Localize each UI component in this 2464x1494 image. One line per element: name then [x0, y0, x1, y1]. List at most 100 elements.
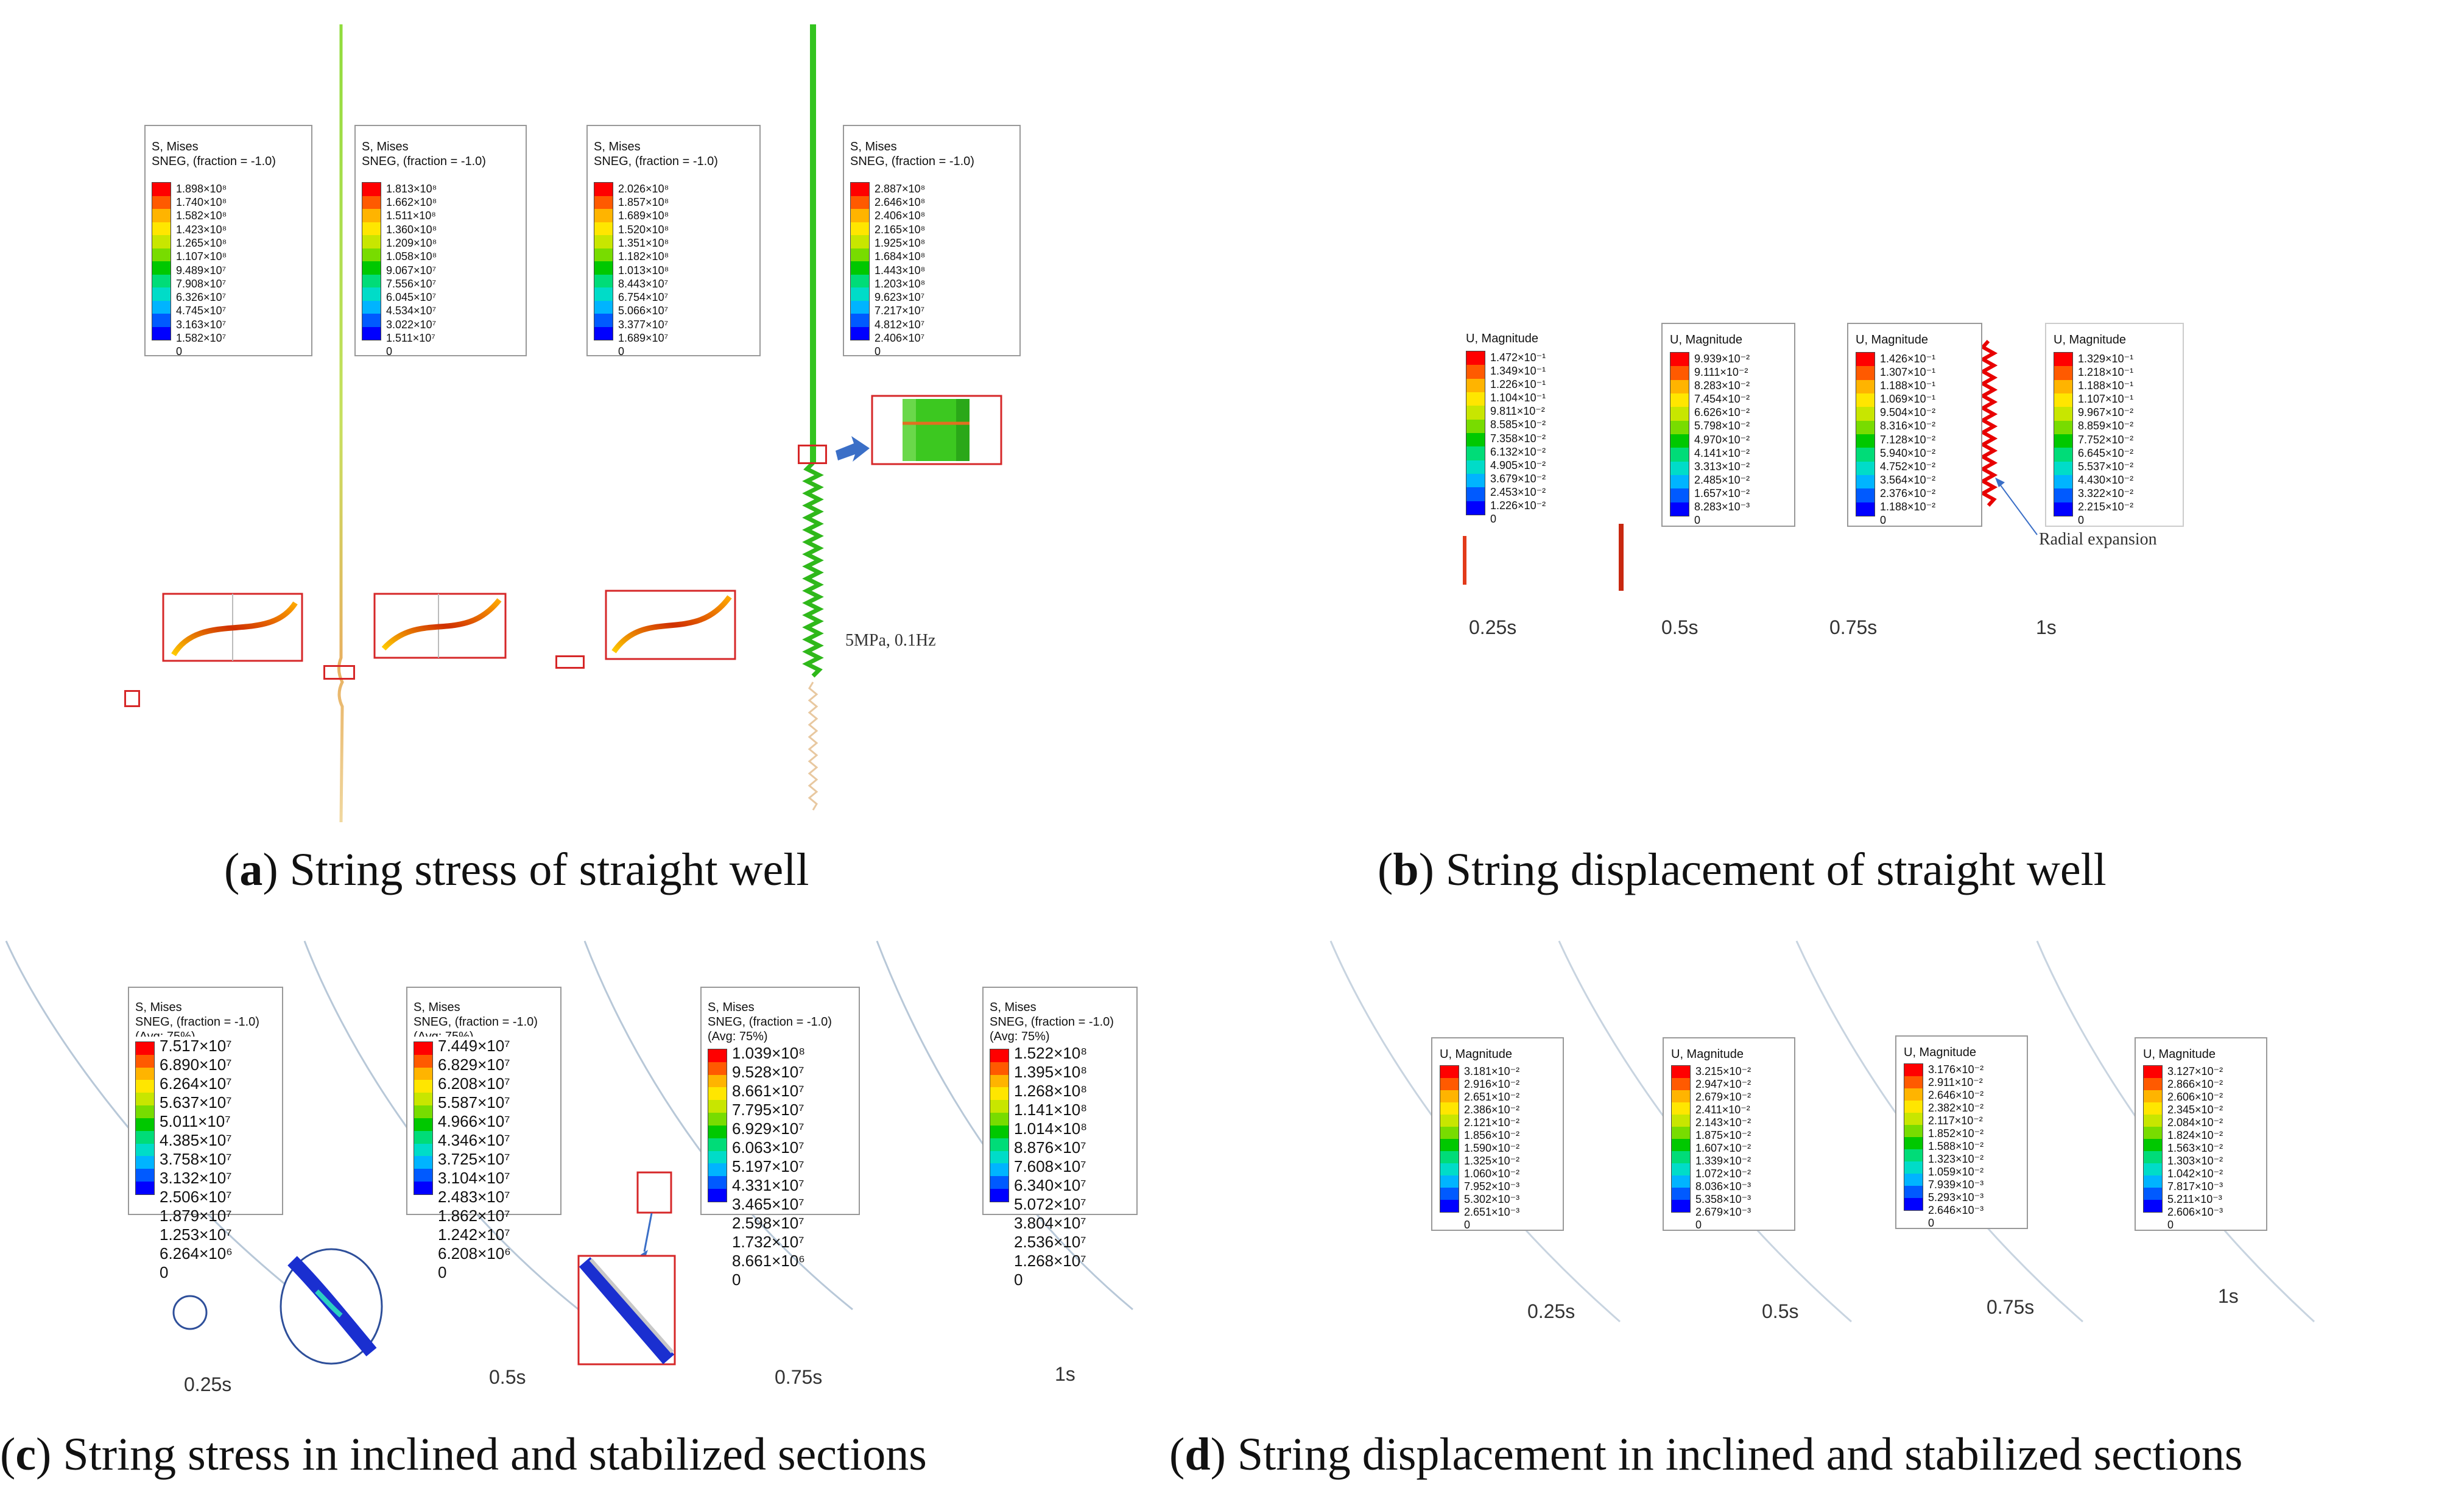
panel-c-legend-2: S, Mises SNEG, (fraction = -1.0) (Avg: 7…: [406, 987, 561, 1281]
legend-value: 6.264×10⁶: [160, 1244, 233, 1263]
caption-text: String displacement of straight well: [1445, 844, 2107, 895]
legend-value: 7.752×10⁻²: [2078, 433, 2134, 446]
color-swatch: [1904, 1137, 1923, 1149]
color-swatch: [1856, 379, 1874, 393]
color-swatch: [1856, 393, 1874, 407]
caption-letter: d: [1184, 1429, 1211, 1480]
time-label: 0.5s: [1661, 616, 1698, 638]
legend-title: S, Mises: [135, 1001, 182, 1014]
legend-value: 1.472×10⁻¹: [1490, 351, 1546, 364]
legend-value: 3.104×10⁷: [438, 1169, 510, 1187]
color-scale: [152, 182, 171, 340]
color-swatch: [2054, 407, 2072, 421]
legend-value: 8.283×10⁻³: [1694, 501, 1750, 513]
panel-c-legend-1: S, Mises SNEG, (fraction = -1.0) (Avg: 7…: [128, 987, 283, 1281]
color-swatch: [414, 1093, 432, 1106]
color-swatch: [2054, 353, 2072, 367]
color-swatch: [136, 1156, 154, 1169]
color-swatch: [1672, 1163, 1690, 1175]
legend-value: 2.026×10⁸: [618, 182, 669, 195]
legend-subtitle: SNEG, (fraction = -1.0): [850, 155, 974, 168]
color-swatch: [594, 287, 613, 301]
legend-value: 6.890×10⁷: [160, 1055, 232, 1074]
legend-value: 6.264×10⁷: [160, 1074, 232, 1093]
legend-value: 6.626×10⁻²: [1694, 406, 1750, 419]
legend-value: 1.218×10⁻¹: [2078, 365, 2134, 378]
color-swatch: [414, 1054, 432, 1068]
color-swatch: [1466, 446, 1485, 460]
color-swatch: [136, 1169, 154, 1182]
panel-a-legend-4: S, Mises SNEG, (fraction = -1.0) 2.887×1…: [843, 125, 1021, 358]
color-swatch: [708, 1113, 727, 1126]
legend-value: 9.939×10⁻²: [1694, 352, 1750, 365]
legend-value: 5.211×10⁻³: [2167, 1193, 2222, 1205]
legend-value: 1.182×10⁸: [618, 250, 669, 263]
legend-value: 9.967×10⁻²: [2078, 406, 2134, 419]
legend-value: 7.608×10⁷: [1014, 1157, 1086, 1175]
color-swatch: [708, 1062, 727, 1075]
color-swatch: [1904, 1198, 1923, 1210]
color-swatch: [362, 326, 381, 340]
legend-value: 1.684×10⁸: [875, 250, 926, 263]
legend-value: 6.645×10⁻²: [2078, 446, 2134, 459]
color-swatch: [990, 1062, 1008, 1075]
color-swatch: [708, 1100, 727, 1113]
color-scale: [708, 1049, 727, 1202]
legend-value: 2.345×10⁻²: [2167, 1104, 2223, 1116]
color-swatch: [1670, 448, 1689, 462]
legend-value: 5.537×10⁻²: [2078, 460, 2134, 473]
color-swatch: [2054, 448, 2072, 462]
legend-value: 2.887×10⁸: [875, 182, 926, 195]
legend-value: 0: [2078, 514, 2085, 527]
color-swatch: [136, 1067, 154, 1080]
legend-value: 2.406×10⁷: [875, 332, 925, 345]
color-swatch: [1672, 1090, 1690, 1102]
color-swatch: [152, 248, 171, 261]
color-swatch: [1856, 353, 1874, 367]
legend-value: 1.242×10⁷: [438, 1225, 510, 1244]
color-swatch: [362, 222, 381, 235]
legend-value: 1.813×10⁸: [386, 182, 437, 195]
legend-value: 3.758×10⁷: [160, 1150, 232, 1168]
legend-value: 1.209×10⁸: [386, 236, 437, 249]
color-swatch: [362, 209, 381, 222]
legend-value: 2.598×10⁷: [732, 1214, 804, 1232]
legend-value: 5.302×10⁻³: [1464, 1193, 1520, 1205]
legend-value: 2.386×10⁻²: [1464, 1104, 1520, 1116]
legend-value: 1.069×10⁻¹: [1880, 393, 1936, 406]
legend-value: 3.181×10⁻²: [1464, 1065, 1520, 1077]
color-swatch: [851, 248, 869, 261]
color-swatch: [1466, 432, 1485, 447]
legend-value: 1.689×10⁷: [618, 332, 669, 345]
color-swatch: [851, 314, 869, 327]
legend-value: 9.489×10⁷: [176, 264, 227, 277]
color-swatch: [990, 1049, 1008, 1062]
legend-value: 0: [618, 345, 625, 358]
time-label: 1s: [2036, 616, 2057, 638]
color-swatch: [2144, 1127, 2162, 1139]
color-scale: [362, 182, 381, 340]
legend-value: 2.866×10⁻²: [2167, 1078, 2223, 1090]
color-swatch: [414, 1042, 432, 1055]
legend-value: 9.623×10⁷: [875, 291, 925, 304]
legend-value: 3.127×10⁻²: [2167, 1065, 2223, 1077]
color-swatch: [152, 287, 171, 301]
legend-value: 3.377×10⁷: [618, 318, 669, 331]
color-swatch: [1440, 1151, 1459, 1163]
legend-value: 1.824×10⁻²: [2167, 1129, 2223, 1141]
legend-value: 2.651×10⁻²: [1464, 1091, 1520, 1103]
color-swatch: [2054, 502, 2072, 516]
color-swatch: [1670, 434, 1689, 448]
legend-subtitle: SNEG, (fraction = -1.0): [414, 1015, 538, 1029]
color-swatch: [594, 222, 613, 235]
legend-value: 5.587×10⁷: [438, 1093, 510, 1112]
color-swatch: [708, 1087, 727, 1101]
color-swatch: [136, 1182, 154, 1194]
legend-value: 2.406×10⁸: [875, 210, 926, 222]
legend-value: 8.283×10⁻²: [1694, 379, 1750, 392]
